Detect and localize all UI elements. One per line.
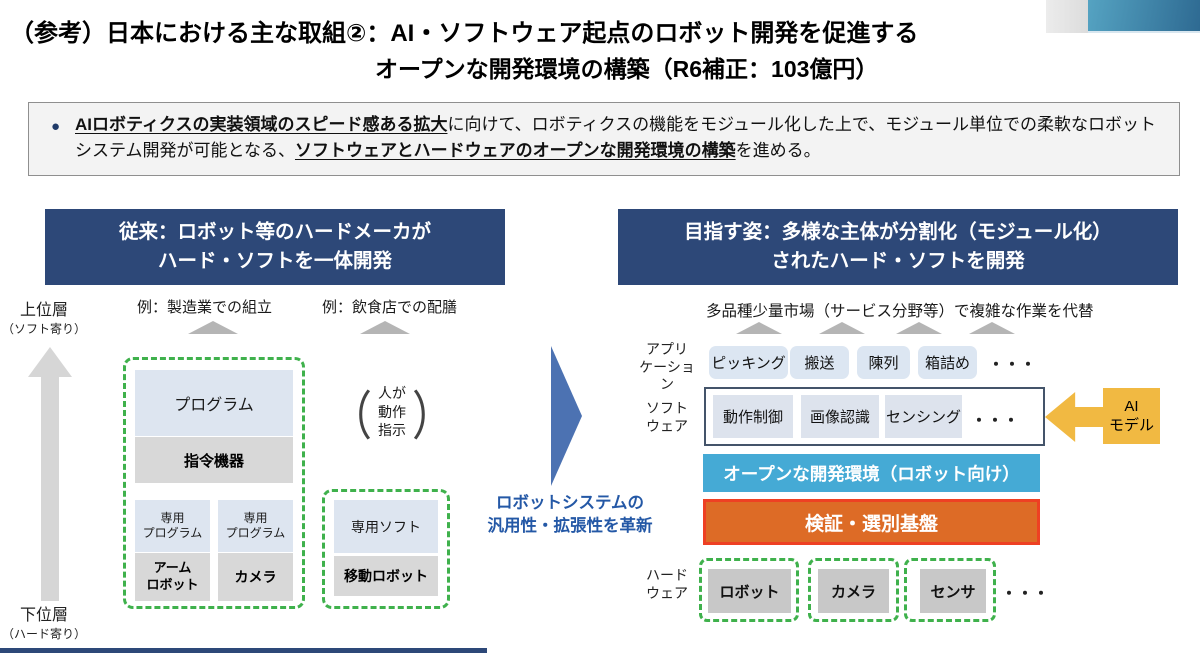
page-title-line2: オープンな開発環境の構築（R6補正：103億円） (375, 56, 879, 82)
left-arrow-icon (1045, 392, 1103, 442)
ai-model-box: AI モデル (1103, 388, 1160, 444)
command-device-box: 指令機器 (135, 437, 293, 483)
human-instruction-text: 人が 動作指示 (378, 384, 406, 439)
legacy-system-dashed-frame (123, 357, 305, 609)
module-motion-control-box: 動作制御 (713, 395, 793, 438)
axis-upper-text: 上位層 (19, 302, 68, 319)
example-serving-label: 例：飲食店での配膳 (322, 299, 458, 316)
summary-lead-emphasis: AIロボティクスの実装領域のスピード感ある拡大 (75, 115, 448, 134)
hardware-robot-dashed-frame (699, 558, 799, 622)
mobile-robot-dashed-frame (322, 489, 450, 609)
summary-main-emphasis: ソフトウェアとハードウェアのオープンな開発環境の構築 (294, 141, 736, 161)
footer-accent-bar (0, 648, 487, 653)
hardware-robot-box: ロボット (708, 569, 791, 613)
triangle-up-icon (188, 321, 238, 334)
module-image-recognition-box: 画像認識 (801, 395, 879, 438)
triangle-up-icon (360, 321, 410, 334)
up-arrow-icon (28, 347, 72, 601)
software-ellipsis: ・・・ (971, 413, 1020, 430)
up-arrow-head (28, 347, 72, 377)
right-paren: ） (411, 386, 454, 446)
human-instruction-note: （ 人が 動作指示 ） (330, 384, 454, 445)
axis-upper-subtext: （ソフト寄り） (1, 322, 86, 336)
right-arrow-icon (551, 346, 582, 486)
triangle-up-icon (736, 322, 782, 334)
app-transport-box: 搬送 (790, 346, 849, 379)
axis-lower-subtext: （ハード寄り） (1, 627, 86, 641)
hardware-sensor-dashed-frame (904, 558, 996, 622)
application-layer-label: アプリ ケーション (639, 341, 695, 392)
hardware-ellipsis: ・・・ (1001, 586, 1050, 603)
header-deco-gray-block (1046, 0, 1088, 33)
app-boxing-box: 箱詰め (918, 346, 977, 379)
page-title-line1: （参考）日本における主な取組②：AI・ソフトウェア起点のロボット開発を促進する (10, 20, 919, 47)
triangle-up-icon (819, 322, 865, 334)
app-picking-box: ピッキング (709, 346, 788, 379)
program-box: プログラム (135, 370, 293, 436)
left-panel-header: 従来：ロボット等のハードメーカが ハード・ソフトを一体開発 (45, 209, 505, 285)
dedicated-program-box: 専用 プログラム (218, 500, 293, 552)
apps-ellipsis: ・・・ (988, 357, 1037, 374)
hardware-sensor-box: センサ (920, 569, 986, 613)
center-caption: ロボットシステムの 汎用性・拡張性を革新 (487, 494, 653, 536)
mobile-robot-box: 移動ロボット (334, 556, 438, 596)
summary-box: ● AIロボティクスの実装領域のスピード感ある拡大に向けて、ロボティクスの機能を… (28, 102, 1180, 176)
hardware-camera-box: カメラ (818, 569, 889, 613)
camera-box: カメラ (218, 553, 293, 601)
open-dev-environment-bar: オープンな開発環境（ロボット向け） (703, 454, 1040, 492)
header-deco-blue-gradient-block (1088, 0, 1200, 33)
summary-middle-text: に向けて、ロボティクスの機能をモジュール化した上で、モジュール単位での柔軟なロボ… (75, 115, 1157, 161)
axis-label-lower-layer: 下位層 （ハード寄り） (0, 601, 88, 642)
bullet-icon: ● (51, 118, 61, 135)
hardware-layer-label: ハード ウェア (646, 567, 688, 601)
app-display-box: 陳列 (857, 346, 910, 379)
summary-tail-text: を進める。 (735, 141, 821, 161)
triangle-up-icon (969, 322, 1015, 334)
triangle-up-icon (896, 322, 942, 334)
market-caption: 多品種少量市場（サービス分野等）で複雑な作業を代替 (706, 303, 1094, 320)
arm-robot-box: アーム ロボット (135, 553, 210, 601)
dedicated-program-box: 専用 プログラム (135, 500, 210, 552)
axis-lower-text: 下位層 (19, 607, 68, 624)
verification-platform-bar: 検証・選別基盤 (703, 499, 1040, 545)
axis-label-upper-layer: 上位層 （ソフト寄り） (0, 296, 88, 337)
example-assembly-label: 例：製造業での組立 (137, 299, 273, 316)
left-paren: （ (330, 386, 373, 446)
hardware-camera-dashed-frame (808, 558, 899, 622)
software-layer-label: ソフト ウェア (646, 400, 688, 434)
dedicated-soft-box: 専用ソフト (334, 500, 438, 553)
module-sensing-box: センシング (885, 395, 962, 438)
right-panel-header: 目指す姿：多様な主体が分割化（モジュール化） されたハード・ソフトを開発 (618, 209, 1178, 285)
up-arrow-shaft (41, 377, 59, 601)
